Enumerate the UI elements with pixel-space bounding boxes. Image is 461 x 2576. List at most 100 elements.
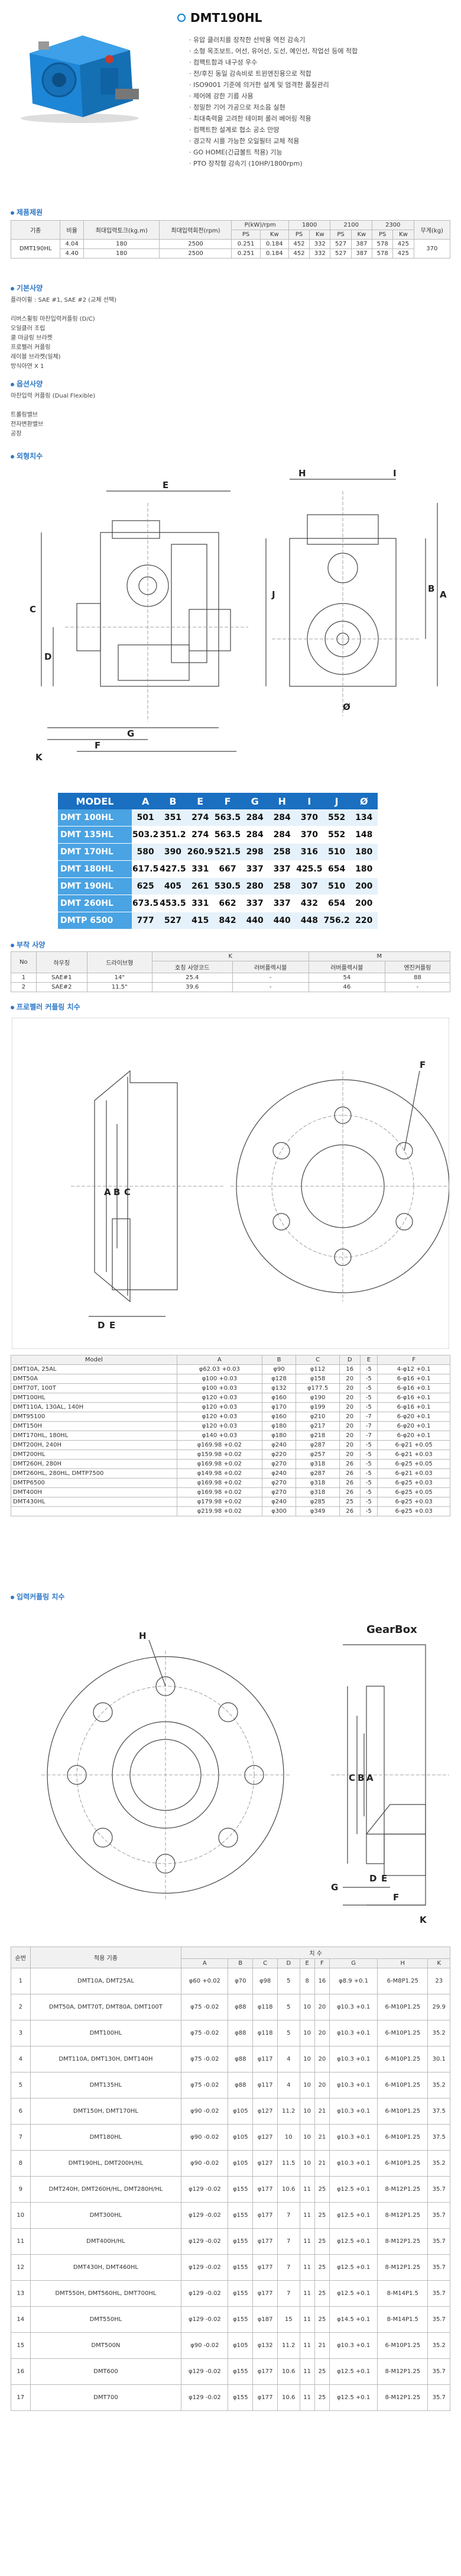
table-cell: 20 bbox=[339, 1431, 361, 1441]
table-cell: 6-φ25 +0.03 bbox=[377, 1478, 450, 1488]
table-cell: φ177 bbox=[252, 2384, 278, 2411]
table-cell: 25 bbox=[314, 2280, 330, 2307]
table-cell: 러버플렉시블 bbox=[232, 961, 309, 973]
table-cell: 21 bbox=[314, 2124, 330, 2151]
table-cell: DMT200HL bbox=[11, 1450, 177, 1460]
table-cell: Ø bbox=[350, 793, 378, 809]
table-cell: φ10.3 +0.1 bbox=[329, 2072, 378, 2099]
table-cell: 452 bbox=[288, 239, 310, 249]
table-cell: φ158 bbox=[296, 1374, 340, 1384]
table-cell: -5 bbox=[359, 1364, 378, 1374]
table-cell: -5 bbox=[359, 1402, 378, 1412]
table-cell: DMT100HL bbox=[30, 2020, 182, 2046]
svg-text:I: I bbox=[393, 468, 397, 479]
table-cell: 35.7 bbox=[427, 2384, 450, 2411]
table-cell: 390 bbox=[159, 843, 187, 861]
table-cell: 440 bbox=[241, 912, 269, 929]
table-cell: 엔진커플링 bbox=[384, 961, 451, 973]
section-spec: 제품제원 bbox=[11, 207, 43, 217]
table-cell: 337 bbox=[241, 895, 269, 912]
table-cell: φ177 bbox=[252, 2176, 278, 2203]
table-cell: 316 bbox=[296, 843, 323, 861]
table-cell: 15 bbox=[11, 2332, 31, 2359]
table-cell: 20 bbox=[339, 1374, 361, 1384]
table-cell: φ75 -0.02 bbox=[181, 2046, 229, 2073]
prop-front-view bbox=[230, 1070, 455, 1302]
table-cell: PS bbox=[288, 230, 310, 240]
table-cell: 10 bbox=[299, 2020, 315, 2046]
table-cell: 448 bbox=[296, 912, 323, 929]
table-cell: 드라이브형 bbox=[86, 951, 152, 973]
table-cell: -5 bbox=[359, 1478, 378, 1488]
table-cell: 기종 bbox=[10, 220, 61, 240]
table-cell: 4 bbox=[277, 2046, 300, 2073]
table-cell: 453.5 bbox=[159, 895, 187, 912]
table-cell: 530.5 bbox=[213, 877, 242, 895]
table-cell: 26 bbox=[339, 1468, 361, 1479]
list-item: 오일클러 조립 bbox=[11, 325, 46, 332]
table-cell: φ169.98 +0.02 bbox=[176, 1478, 262, 1488]
table-cell: 200 bbox=[350, 877, 378, 895]
table-cell: DMT10A, DMT25AL bbox=[30, 1968, 182, 1994]
table-cell: φ180 bbox=[261, 1431, 297, 1441]
table-cell: φ199 bbox=[296, 1402, 340, 1412]
table-cell: φ12.5 +0.1 bbox=[329, 2358, 378, 2385]
table-cell: φ105 bbox=[228, 2098, 254, 2125]
table-cell: 527 bbox=[330, 248, 352, 259]
table-cell: 148 bbox=[350, 826, 378, 844]
table-cell: 26 bbox=[339, 1459, 361, 1469]
table-cell: φ120 +0.03 bbox=[176, 1402, 262, 1412]
table-cell: -7 bbox=[359, 1431, 378, 1441]
table-cell: 298 bbox=[241, 843, 269, 861]
table-cell: 35.7 bbox=[427, 2280, 450, 2307]
table-cell: 5 bbox=[11, 2072, 31, 2099]
table-cell: 274 bbox=[186, 826, 214, 844]
table-cell: F bbox=[314, 1958, 330, 1968]
table-cell: φ129 -0.02 bbox=[181, 2280, 229, 2307]
table-cell: φ120 +0.03 bbox=[176, 1412, 262, 1422]
table-cell: φ118 bbox=[252, 1994, 278, 2020]
table-cell: 20 bbox=[314, 2020, 330, 2046]
table-cell: 35.2 bbox=[427, 2332, 450, 2359]
table-cell: H bbox=[268, 793, 296, 809]
table-cell: -5 bbox=[359, 1497, 378, 1507]
svg-text:C: C bbox=[30, 604, 36, 615]
table-cell: φ129 -0.02 bbox=[181, 2202, 229, 2229]
table-cell: 510 bbox=[323, 877, 350, 895]
feature-item: · PTO 장착형 감속기 (10HP/1800rpm) bbox=[189, 160, 303, 167]
table-cell: 6-φ16 +0.1 bbox=[377, 1383, 450, 1393]
table-cell: φ129 -0.02 bbox=[181, 2358, 229, 2385]
table-cell: 180 bbox=[83, 248, 160, 259]
table-cell: φ88 bbox=[228, 2020, 254, 2046]
table-cell: 6-M10P1.25 bbox=[377, 2046, 428, 2073]
list-item: 레이블 브라켓(일체) bbox=[11, 354, 61, 360]
table-cell: 6-φ20 +0.1 bbox=[377, 1412, 450, 1422]
table-cell: 552 bbox=[323, 826, 350, 844]
table-cell: G bbox=[329, 1958, 378, 1968]
table-cell: 552 bbox=[323, 809, 350, 827]
table-cell: DMT100HL bbox=[11, 1393, 177, 1403]
feature-item: · 정밀한 기어 가공으로 저소음 실현 bbox=[189, 104, 285, 111]
table-cell: 1 bbox=[11, 973, 37, 983]
table-cell bbox=[11, 1506, 177, 1516]
table-cell: -5 bbox=[359, 1383, 378, 1393]
outline-drawing: C D E G F K H I J B A Ø bbox=[12, 467, 449, 777]
table-cell: φ100 +0.03 bbox=[176, 1374, 262, 1384]
table-cell: 6-φ21 +0.05 bbox=[377, 1440, 450, 1450]
table-cell: 332 bbox=[309, 248, 331, 259]
table-cell: φ159.98 +0.02 bbox=[176, 1450, 262, 1460]
product-title: DMT190HL bbox=[190, 11, 262, 25]
